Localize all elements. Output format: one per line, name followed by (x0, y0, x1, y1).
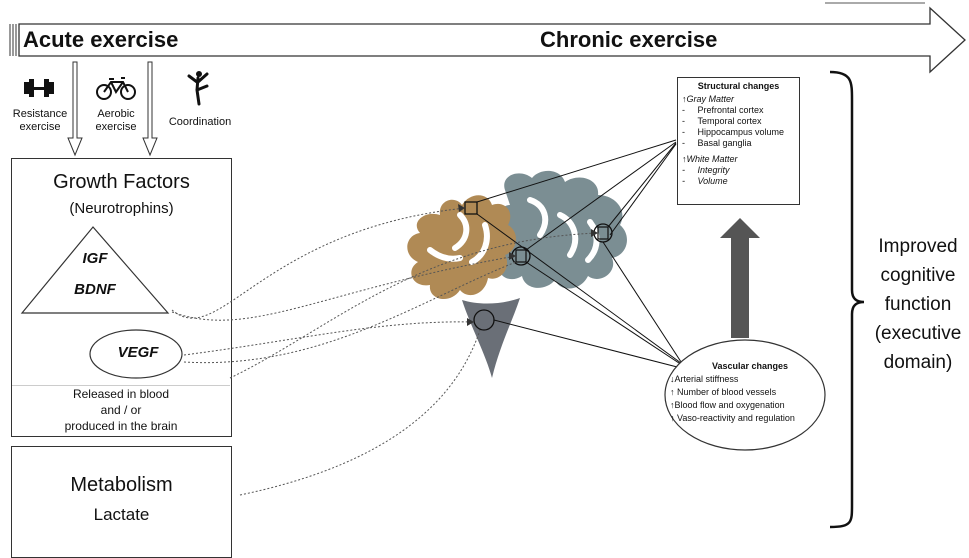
bdnf-label: BDNF (74, 281, 116, 298)
note-line: produced in the brain (64, 419, 178, 433)
vascular-item: ↑ Vaso-reactivity and regulation (670, 413, 795, 423)
cognitive-outcome: Improved cognitive function (executive d… (866, 232, 969, 377)
aerobic-exercise-label: Aerobic exercise (95, 108, 137, 133)
up-arrow-icon: ↑ (682, 94, 687, 104)
vascular-item: ↓Arterial stiffness (670, 374, 739, 384)
metabolism-title: Metabolism (70, 474, 173, 496)
outcome-line: Improved (878, 236, 958, 257)
bicycle-icon (96, 77, 136, 100)
chronic-exercise-label: Chronic exercise (540, 27, 718, 52)
neurotrophin-triangle (20, 226, 170, 314)
vegf-label: VEGF (117, 344, 159, 361)
gray-item: - Hippocampus volume (682, 127, 785, 137)
down-arrow-icon: ↓ (670, 374, 675, 384)
igf-label: IGF (82, 250, 108, 267)
released-divider (12, 385, 230, 386)
resistance-exercise-label: Resistance exercise (12, 108, 68, 133)
vascular-changes: Vascular changes ↓Arterial stiffness ↑ N… (670, 360, 830, 425)
vegf-ellipse (89, 329, 183, 379)
note-line: Released in blood (72, 387, 170, 401)
release-note: Released in blood and / or produced in t… (12, 386, 230, 434)
growth-factors-subtitle: (Neurotrophins) (69, 200, 174, 217)
dancer-icon (187, 71, 209, 106)
vascular-item: ↑ Number of blood vessels (670, 387, 777, 397)
upward-arrow (720, 218, 760, 338)
outcome-bracket (829, 70, 865, 529)
outcome-line: cognitive (880, 265, 956, 286)
metabolism-subtitle: Lactate (93, 505, 150, 524)
acute-exercise-label: Acute exercise (23, 27, 179, 52)
growth-factors-title: Growth Factors (53, 171, 190, 193)
coordination-label: Coordination (168, 116, 232, 128)
up-arrow-icon: ↑ (670, 413, 675, 423)
up-arrow-icon: ↑ (670, 400, 675, 410)
outcome-line: (executive (874, 323, 962, 344)
frontal-brain-region (407, 195, 516, 300)
gray-item: - Prefrontal cortex (682, 105, 764, 115)
structural-title: Structural changes (697, 81, 780, 91)
vascular-item: ↑Blood flow and oxygenation (670, 400, 785, 410)
dumbbell-icon (24, 79, 54, 97)
gray-item: - Basal ganglia (682, 138, 752, 148)
metabolism-box: Metabolism Lactate (11, 446, 232, 558)
outcome-line: function (884, 294, 952, 315)
note-line: and / or (100, 403, 142, 417)
brain-diagram (171, 70, 865, 529)
timeline-arrow (9, 2, 966, 74)
outcome-line: domain) (883, 352, 953, 373)
gray-item: - Temporal cortex (682, 116, 762, 126)
up-arrow-icon: ↑ (670, 387, 675, 397)
white-item: - Volume (682, 176, 728, 186)
down-arrows (67, 61, 158, 157)
gray-matter-heading: ↑Gray Matter (682, 94, 735, 104)
structural-changes-box: Structural changes ↑Gray Matter - Prefro… (677, 77, 800, 205)
brainstem (462, 298, 520, 378)
vascular-title: Vascular changes (711, 361, 789, 371)
white-item: - Integrity (682, 165, 730, 175)
up-arrow-icon: ↑ (682, 154, 687, 164)
white-matter-heading: ↑White Matter (682, 154, 738, 164)
